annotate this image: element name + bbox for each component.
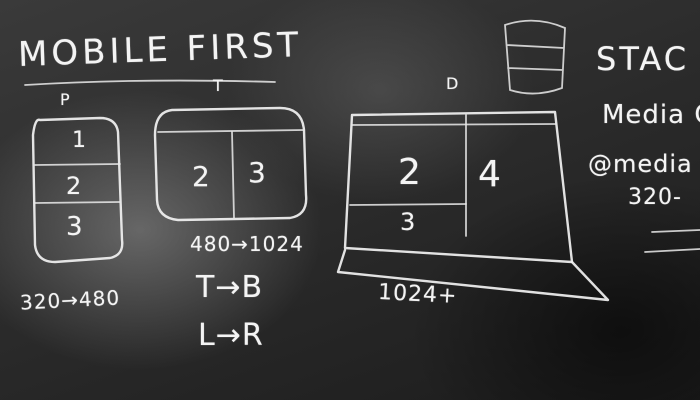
title-underline [24, 79, 276, 86]
note-stack: STAC [596, 40, 690, 78]
tablet-cell-2: 2 [192, 160, 211, 193]
note-query: @media [588, 150, 693, 178]
laptop-screen [343, 110, 574, 264]
note-size: 320- [628, 185, 682, 210]
tablet-label: T [213, 76, 224, 95]
note-dash-1 [651, 229, 700, 233]
portrait-cell-2: 2 [66, 172, 83, 200]
phone-divider-2 [34, 201, 121, 204]
tablet-divider [231, 131, 235, 219]
tablet-rule-left-right: L→R [198, 318, 264, 353]
note-dash-2 [644, 248, 700, 253]
phone-divider-1 [34, 163, 121, 166]
desktop-range: 1024+ [377, 279, 459, 310]
portrait-label: P [60, 90, 71, 109]
stack-icon [504, 19, 566, 95]
portrait-cell-1: 1 [72, 128, 87, 153]
desktop-cell-2: 2 [398, 152, 422, 193]
tablet-rule-top-bottom: T→B [196, 270, 264, 305]
desktop-cell-3: 3 [400, 208, 417, 236]
laptop-base [336, 248, 610, 302]
tablet-cell-3: 3 [248, 156, 267, 189]
desktop-cell-4: 4 [478, 154, 502, 195]
laptop-footer-line [349, 203, 467, 206]
portrait-cell-3: 3 [66, 212, 84, 242]
tablet-top-bar [157, 129, 305, 133]
tablet-outline [153, 106, 308, 222]
desktop-label: D [446, 74, 460, 93]
tablet-range: 480→1024 [190, 232, 304, 256]
note-media: Media C [602, 100, 700, 130]
laptop-header-bar [351, 123, 557, 126]
phone-outline [31, 116, 124, 264]
